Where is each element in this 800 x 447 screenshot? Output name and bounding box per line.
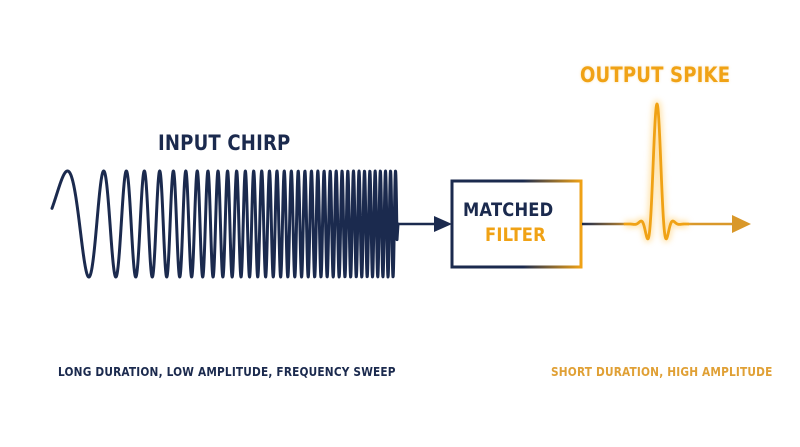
matched-filter-box	[450, 179, 583, 269]
input-chirp-waveform	[50, 169, 400, 279]
arrow-right-icon	[434, 216, 452, 232]
output-spike-waveform	[623, 102, 690, 241]
input-chirp-title: INPUT CHIRP	[158, 131, 291, 155]
filter-label-matched: MATCHED	[463, 199, 554, 221]
arrow-right-icon	[732, 215, 751, 233]
output-spike-glow	[625, 99, 688, 243]
input-caption: LONG DURATION, LOW AMPLITUDE, FREQUENCY …	[58, 365, 396, 379]
output-spike-title: OUTPUT SPIKE	[580, 63, 731, 87]
filter-label-filter: FILTER	[485, 224, 546, 246]
output-caption: SHORT DURATION, HIGH AMPLITUDE	[551, 365, 773, 379]
